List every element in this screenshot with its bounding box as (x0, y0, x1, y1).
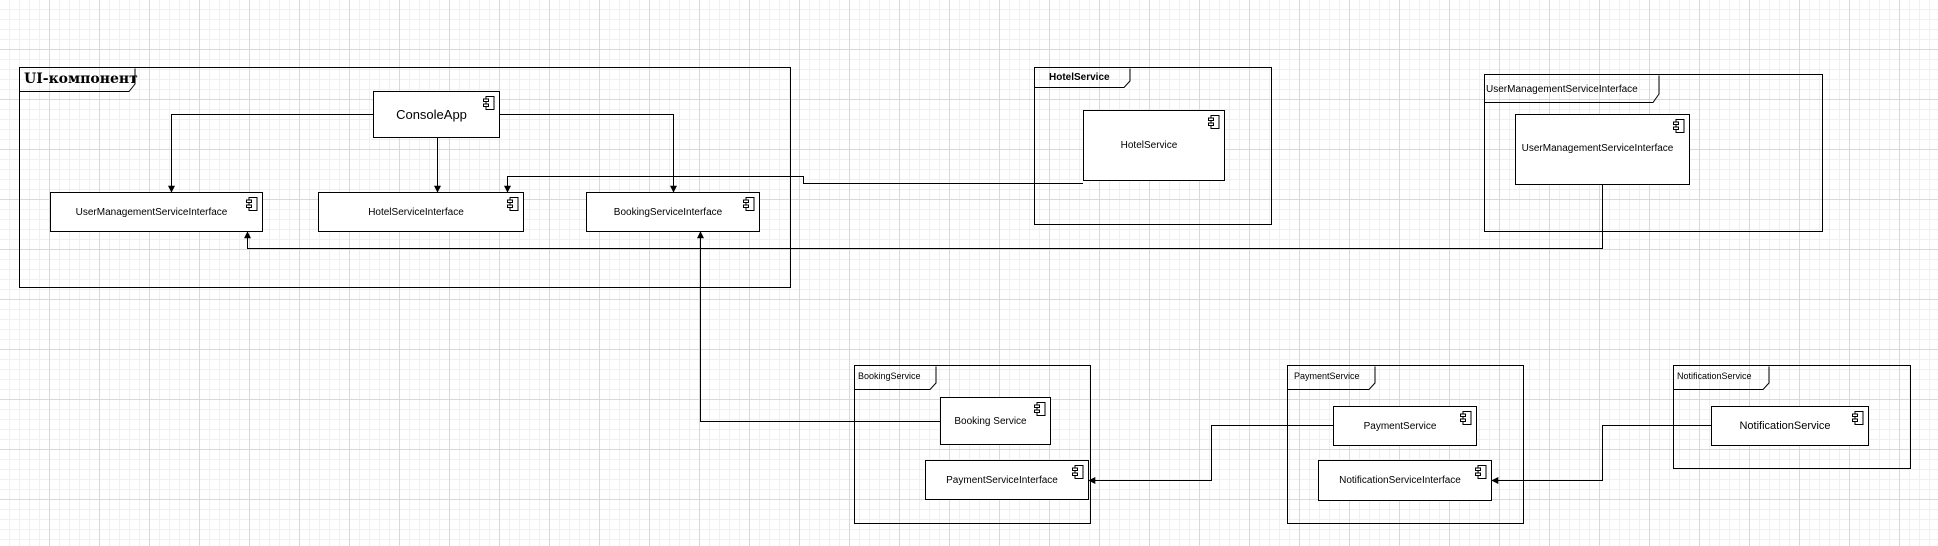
package-title: UserManagementServiceInterface (1486, 84, 1638, 95)
component-hotel-service[interactable]: HotelService (1083, 110, 1225, 181)
uml-component-icon (1208, 115, 1220, 129)
component-label: PaymentServiceInterface (946, 474, 1058, 486)
uml-component-icon (1475, 465, 1487, 479)
component-console-app[interactable]: ConsoleApp (373, 91, 500, 138)
component-notification-service-interface[interactable]: NotificationServiceInterface (1318, 460, 1492, 501)
package-title: BookingService (858, 371, 921, 381)
uml-component-icon (1072, 465, 1084, 479)
uml-component-icon (483, 96, 495, 110)
component-label: HotelService (1120, 140, 1178, 151)
component-label: HotelServiceInterface (368, 206, 464, 218)
component-booking-service[interactable]: Booking Service (940, 397, 1051, 445)
component-user-management-service-interface[interactable]: UserManagementServiceInterface (1515, 114, 1690, 185)
component-payment-service-interface[interactable]: PaymentServiceInterface (925, 460, 1089, 500)
uml-component-icon (1034, 402, 1046, 416)
package-tab: BookingService (855, 366, 937, 390)
package-title: PaymentService (1294, 371, 1360, 381)
package-tab: HotelService (1035, 68, 1131, 88)
uml-component-icon (1852, 411, 1864, 425)
component-label: UserManagementServiceInterface (1521, 143, 1674, 154)
component-label: PaymentService (1363, 420, 1437, 432)
uml-component-icon (1673, 119, 1685, 133)
component-ui-hotel-service-interface[interactable]: HotelServiceInterface (318, 192, 524, 232)
package-tab: NotificationService (1674, 366, 1770, 390)
package-title: UI-компонент (24, 71, 138, 87)
component-label: NotificationServiceInterface (1339, 475, 1461, 486)
component-label: UserManagementServiceInterface (75, 206, 228, 218)
component-ui-user-management-service-interface[interactable]: UserManagementServiceInterface (50, 192, 263, 232)
package-user-management-service-interface[interactable]: UserManagementServiceInterface (1484, 74, 1823, 232)
package-tab: UI-компонент (20, 68, 138, 92)
component-ui-booking-service-interface[interactable]: BookingServiceInterface (586, 192, 760, 232)
uml-component-icon (743, 197, 755, 211)
uml-component-icon (246, 197, 258, 211)
uml-component-icon (1460, 411, 1472, 425)
component-label: NotificationService (1739, 420, 1831, 432)
package-title: HotelService (1049, 72, 1110, 83)
component-notification-service[interactable]: NotificationService (1711, 406, 1869, 446)
package-notification-service[interactable]: NotificationService (1673, 365, 1911, 469)
uml-component-icon (507, 197, 519, 211)
component-label: Booking Service (954, 415, 1027, 427)
package-tab: UserManagementServiceInterface (1485, 75, 1661, 103)
package-title: NotificationService (1677, 371, 1752, 381)
component-label: ConsoleApp (396, 107, 467, 122)
component-label: BookingServiceInterface (613, 206, 723, 218)
component-payment-service[interactable]: PaymentService (1333, 406, 1477, 446)
package-tab: PaymentService (1288, 366, 1376, 390)
